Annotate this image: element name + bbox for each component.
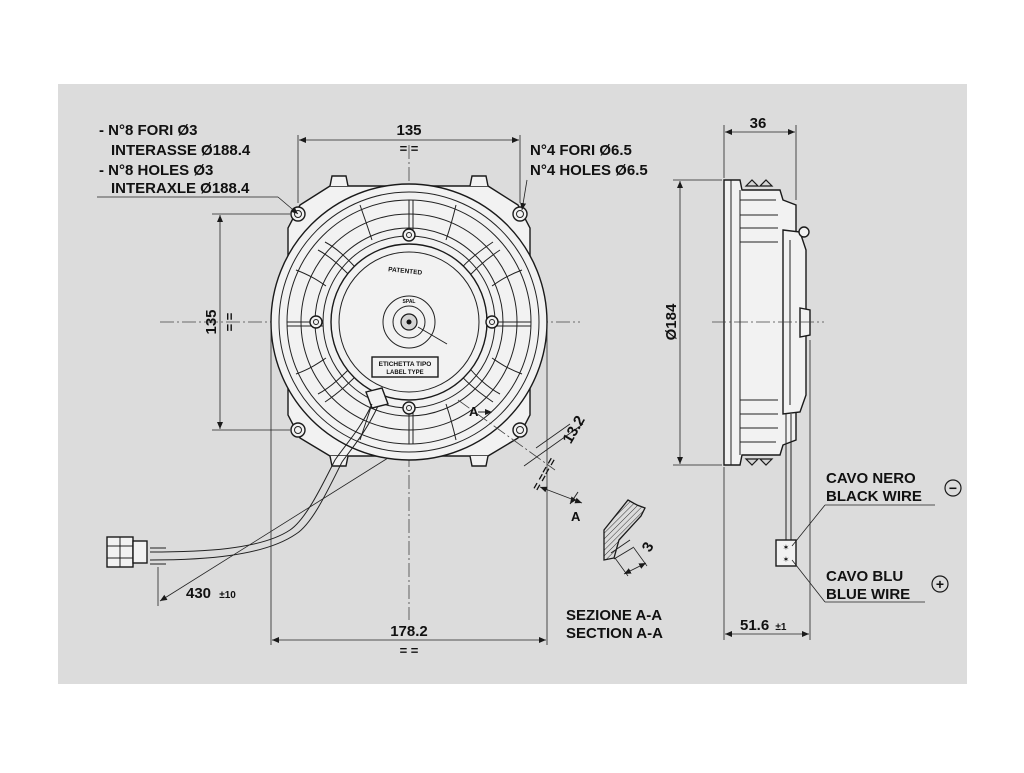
section-title-en: SECTION A-A: [566, 625, 663, 642]
shroud-inner-edge: [278, 191, 540, 453]
section-view: 3 SEZIONE A-A SECTION A-A: [566, 499, 663, 642]
dim-top-value: 135: [396, 122, 421, 139]
svg-text:✶: ✶: [783, 555, 790, 564]
side-connector: [775, 539, 797, 567]
black-wire-leader: [791, 504, 826, 547]
cable-upper: [149, 403, 373, 553]
cable-lower: [149, 405, 379, 561]
hub-ring: [392, 305, 426, 339]
section-line: [457, 399, 556, 471]
plus-symbol: +: [936, 576, 944, 592]
patented-label: PATENTED: [388, 266, 423, 277]
section-profile: [603, 499, 646, 561]
black-wire-label-it: CAVO NERO: [826, 470, 916, 487]
side-knob: [798, 226, 810, 238]
svg-text:- N°8 HOLES Ø3: - N°8 HOLES Ø3: [99, 162, 213, 179]
dim-top-symmetry: = =: [400, 141, 419, 156]
side-view: ✶ ✶ 36 Ø184 51.6 ±1 CAVO NERO BLACK WIRE…: [663, 115, 962, 640]
dim-cable-value: 430 ±10: [186, 585, 236, 602]
blue-wire-leader: [791, 559, 826, 603]
grille-screws: [309, 228, 499, 415]
dim-overall-value: 51.6 ±1: [740, 617, 787, 634]
front-view: ETICHETTA TIPO LABEL TYPE PATENTED SPAL …: [97, 122, 648, 658]
flange-tabs: [329, 175, 489, 467]
svg-text:INTERAXLE Ø188.4: INTERAXLE Ø188.4: [111, 180, 250, 197]
section-title-it: SEZIONE A-A: [566, 607, 662, 624]
minus-symbol: −: [949, 480, 957, 496]
hub-outer: [382, 295, 436, 349]
section-marker-top: A: [469, 404, 479, 419]
type-label-box: [371, 356, 439, 378]
type-label-line1: ETICHETTA TIPO: [379, 361, 432, 368]
mounting-holes: [290, 206, 528, 438]
blue-wire-label-it: CAVO BLU: [826, 568, 903, 585]
dim-bottom-value: 178.2: [390, 623, 428, 640]
dim-left-value: 135: [203, 309, 220, 334]
holes-note-right: N°4 FORI Ø6.5 N°4 HOLES Ø6.5: [520, 142, 648, 211]
dim-cable-line: [159, 457, 389, 602]
cable-grommet: [365, 387, 389, 409]
dim-thickness-line: [623, 562, 647, 575]
motor-housing-inner: [338, 251, 480, 393]
dim-depth-value: 36: [750, 115, 767, 132]
connector-collar: [132, 540, 148, 564]
black-wire-label-en: BLACK WIRE: [826, 488, 922, 505]
side-wires: [785, 414, 792, 540]
svg-text:N°4 FORI Ø6.5: N°4 FORI Ø6.5: [530, 142, 632, 159]
side-shaft: [799, 307, 811, 338]
dim-13.2-ext1: [535, 423, 571, 449]
side-body: [723, 179, 797, 466]
holes-note-left: - N°8 FORI Ø3 INTERASSE Ø188.4 - N°8 HOL…: [97, 122, 299, 215]
minus-symbol-ring: [944, 479, 962, 497]
side-fins: [740, 179, 778, 466]
dim-left-symmetry: = =: [222, 312, 237, 331]
plus-symbol-ring: [931, 575, 949, 593]
dim-bottom-symmetry: = =: [400, 643, 419, 658]
dim-13.2-ext2: [523, 423, 584, 467]
svg-text:INTERASSE Ø188.4: INTERASSE Ø188.4: [111, 142, 251, 159]
blue-wire-label-en: BLUE WIRE: [826, 586, 910, 603]
section-marker-bottom: A: [571, 509, 581, 524]
cable-wires: [150, 547, 166, 565]
dim-diameter-value: Ø184: [663, 303, 680, 340]
label-leader: [417, 326, 448, 345]
svg-text:- N°8 FORI Ø3: - N°8 FORI Ø3: [99, 122, 198, 139]
shaft-center: [406, 319, 412, 325]
hub-logo-text: SPAL: [403, 299, 416, 305]
type-label-line2: LABEL TYPE: [386, 370, 423, 376]
svg-text:N°4 HOLES Ø6.5: N°4 HOLES Ø6.5: [530, 162, 648, 179]
svg-text:✶: ✶: [783, 543, 790, 552]
